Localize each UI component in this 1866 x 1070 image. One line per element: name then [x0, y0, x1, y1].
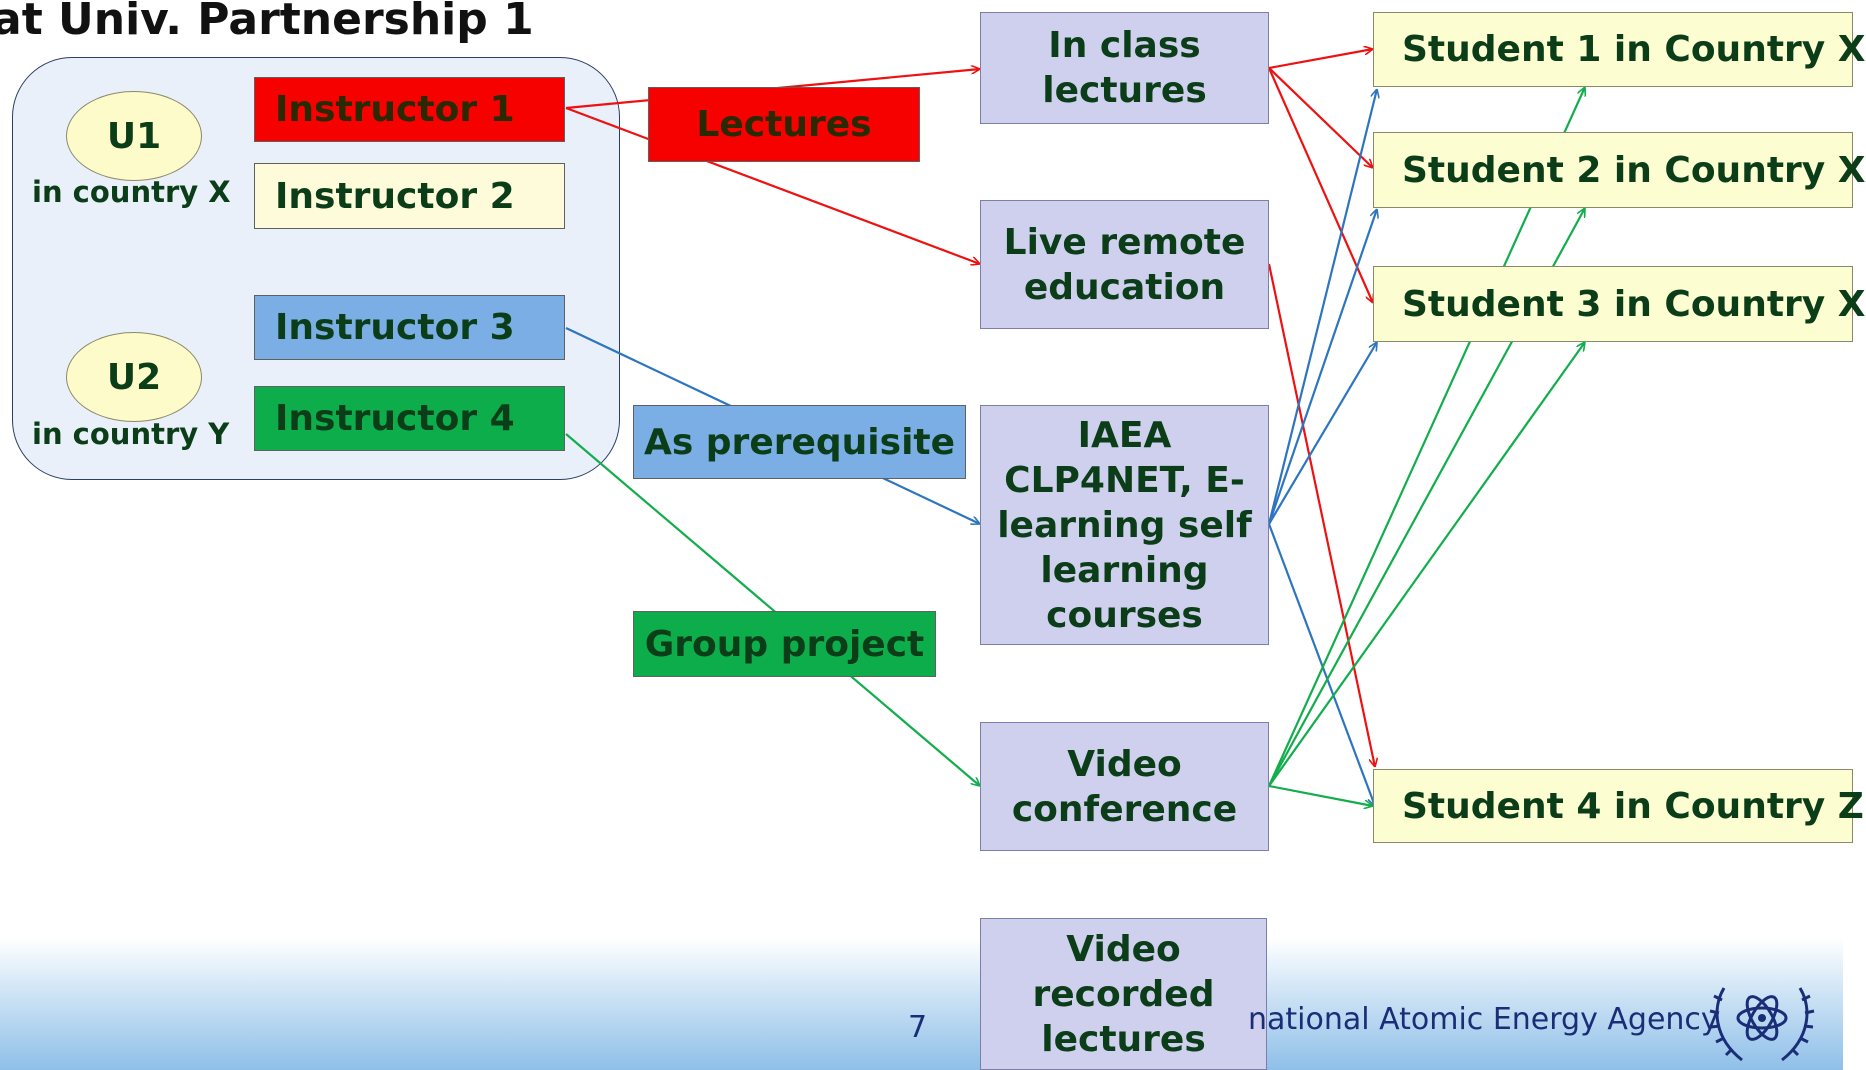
student-1-box: Student 1 in Country X	[1373, 12, 1866, 87]
slide-title: at Univ. Partnership 1	[0, 0, 534, 45]
edge-live-s4	[1267, 263, 1375, 767]
in-class-lectures-label: In class lectures	[1042, 25, 1207, 111]
instructor-1-label: Instructor 1	[275, 89, 515, 130]
group-project-label: Group project	[644, 623, 925, 665]
live-remote-education-box: Live remote education	[980, 200, 1269, 329]
agency-name: national Atomic Energy Agency	[1248, 1002, 1719, 1037]
page-number: 7	[908, 1010, 928, 1045]
edge-video-s3	[1268, 342, 1585, 787]
student-2-box: Student 2 in Country X	[1373, 132, 1866, 208]
live-remote-education-label: Live remote education	[1003, 221, 1246, 308]
edge-inst1-live	[565, 106, 980, 264]
video-recorded-lectures-box: Video recorded lectures	[980, 918, 1267, 1070]
edge-inclass-s3	[1267, 67, 1373, 303]
video-conference-box: Video conference	[980, 722, 1269, 851]
student-3-box: Student 3 in Country X	[1373, 266, 1866, 342]
iaea-elearning-label: IAEA CLP4NET, E-learning self learning c…	[997, 414, 1252, 636]
instructor-4-box: Instructor 4	[254, 386, 565, 451]
prerequisite-label: As prerequisite	[643, 421, 956, 463]
student-4-box: Student 4 in Country Z	[1373, 769, 1864, 843]
edge-iaea-s2	[1267, 209, 1377, 525]
instructor-2-box: Instructor 2	[254, 163, 565, 229]
student-3-label: Student 3 in Country X	[1402, 283, 1866, 325]
edge-iaea-s4	[1267, 523, 1375, 806]
instructor-1-box: Instructor 1	[254, 77, 565, 142]
edge-inclass-s1	[1268, 49, 1373, 70]
video-conference-label: Video conference	[1011, 743, 1238, 830]
lectures-box: Lectures	[648, 87, 920, 162]
u2-location: in country Y	[32, 417, 230, 451]
instructor-2-label: Instructor 2	[275, 175, 515, 217]
student-4-label: Student 4 in Country Z	[1402, 785, 1864, 827]
u2-ellipse: U2	[66, 332, 202, 422]
edge-iaea-s1	[1267, 89, 1377, 525]
u2-label: U2	[106, 356, 162, 398]
u1-location: in country X	[32, 175, 231, 209]
u1-label: U1	[106, 115, 162, 157]
student-1-label: Student 1 in Country X	[1402, 29, 1866, 70]
instructor-3-box: Instructor 3	[254, 295, 565, 360]
edge-inst4-video	[565, 433, 980, 786]
footer-band	[0, 938, 1843, 1070]
edge-video-s4	[1268, 784, 1373, 806]
u1-ellipse: U1	[66, 91, 202, 181]
lectures-label: Lectures	[696, 104, 872, 145]
edge-iaea-s3	[1268, 342, 1378, 525]
iaea-logo-icon	[1709, 987, 1815, 1062]
iaea-elearning-box: IAEA CLP4NET, E-learning self learning c…	[980, 405, 1269, 645]
group-project-box: Group project	[633, 611, 936, 677]
in-class-lectures-box: In class lectures	[980, 12, 1269, 124]
prerequisite-box: As prerequisite	[633, 405, 966, 479]
video-recorded-lectures-label: Video recorded lectures	[1032, 928, 1215, 1060]
edge-inclass-s2	[1268, 67, 1373, 168]
student-2-label: Student 2 in Country X	[1402, 149, 1866, 191]
instructor-3-label: Instructor 3	[275, 307, 515, 348]
instructor-4-label: Instructor 4	[275, 398, 515, 439]
